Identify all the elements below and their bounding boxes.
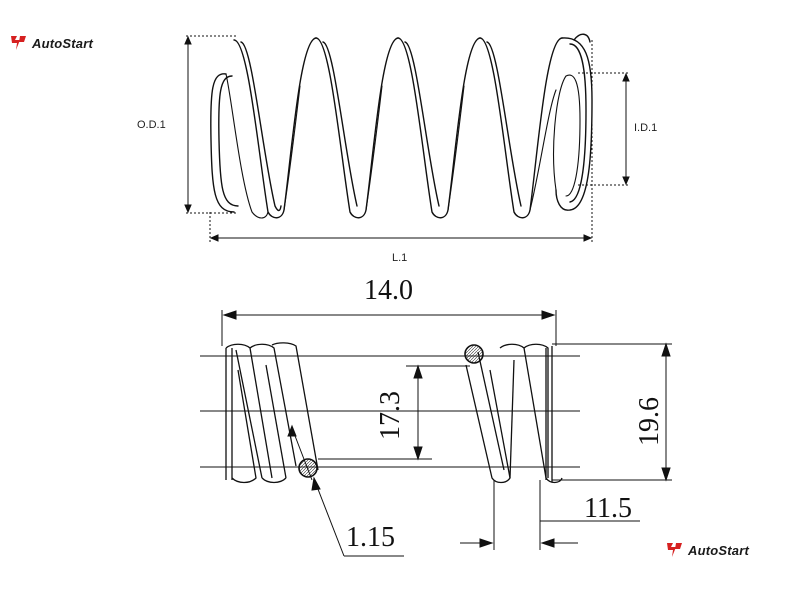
brand-logo-bottom: AutoStart	[664, 541, 749, 559]
od-label: O.D.1	[137, 119, 166, 131]
outer-diameter-value: 19.6	[634, 397, 665, 446]
top-dimensions	[184, 35, 630, 242]
spring-coil	[499, 343, 563, 484]
spring-coil	[486, 41, 522, 207]
spring-coil	[271, 342, 319, 471]
spring-coil	[315, 37, 399, 219]
spring-coil	[553, 74, 581, 197]
spring-coil	[523, 343, 549, 478]
inner-diameter-value: 17.3	[375, 391, 406, 440]
wire-section	[464, 344, 484, 364]
brand-logo-icon	[667, 543, 682, 557]
spring-coil	[225, 343, 273, 479]
spring-coil	[261, 477, 287, 484]
spring-coil	[465, 364, 511, 484]
overall-length-value: 14.0	[364, 275, 413, 306]
spring-coil	[555, 37, 593, 211]
bottom-spring	[200, 342, 580, 484]
spring-coil	[283, 85, 301, 211]
spring-coil	[235, 349, 263, 479]
spring-coil	[509, 359, 515, 479]
wire-diameter-value: 1.15	[346, 522, 395, 553]
spring-coil	[404, 41, 440, 207]
spring-coil	[397, 37, 481, 219]
spring-coil	[249, 343, 297, 467]
spring-coil	[233, 37, 317, 219]
brand-logo-text: AutoStart	[688, 542, 750, 558]
spring-coil	[447, 85, 465, 211]
spring-coil	[529, 89, 557, 211]
spring-coil	[210, 73, 235, 213]
spring-coil	[218, 75, 239, 207]
spring-coil	[240, 41, 282, 212]
spring-coil	[265, 364, 287, 479]
spring-coil	[365, 85, 383, 211]
spring-coil	[573, 33, 591, 43]
spring-coil	[225, 73, 269, 219]
brand-logo-top: AutoStart	[8, 34, 93, 52]
brand-logo-text: AutoStart	[32, 35, 94, 51]
length-label: L.1	[392, 252, 407, 264]
wire-section	[298, 458, 318, 478]
top-spring	[210, 33, 593, 219]
spring-coil	[569, 43, 587, 203]
spring-coil	[231, 369, 257, 484]
end-length-value: 11.5	[584, 493, 632, 524]
spring-coil	[322, 41, 358, 207]
spring-coil	[477, 351, 505, 471]
wire-leader-line	[291, 427, 313, 481]
spring-coil	[479, 37, 563, 219]
id-label: I.D.1	[634, 122, 657, 134]
brand-logo-icon	[11, 36, 26, 50]
bottom-dimensions	[221, 310, 672, 557]
